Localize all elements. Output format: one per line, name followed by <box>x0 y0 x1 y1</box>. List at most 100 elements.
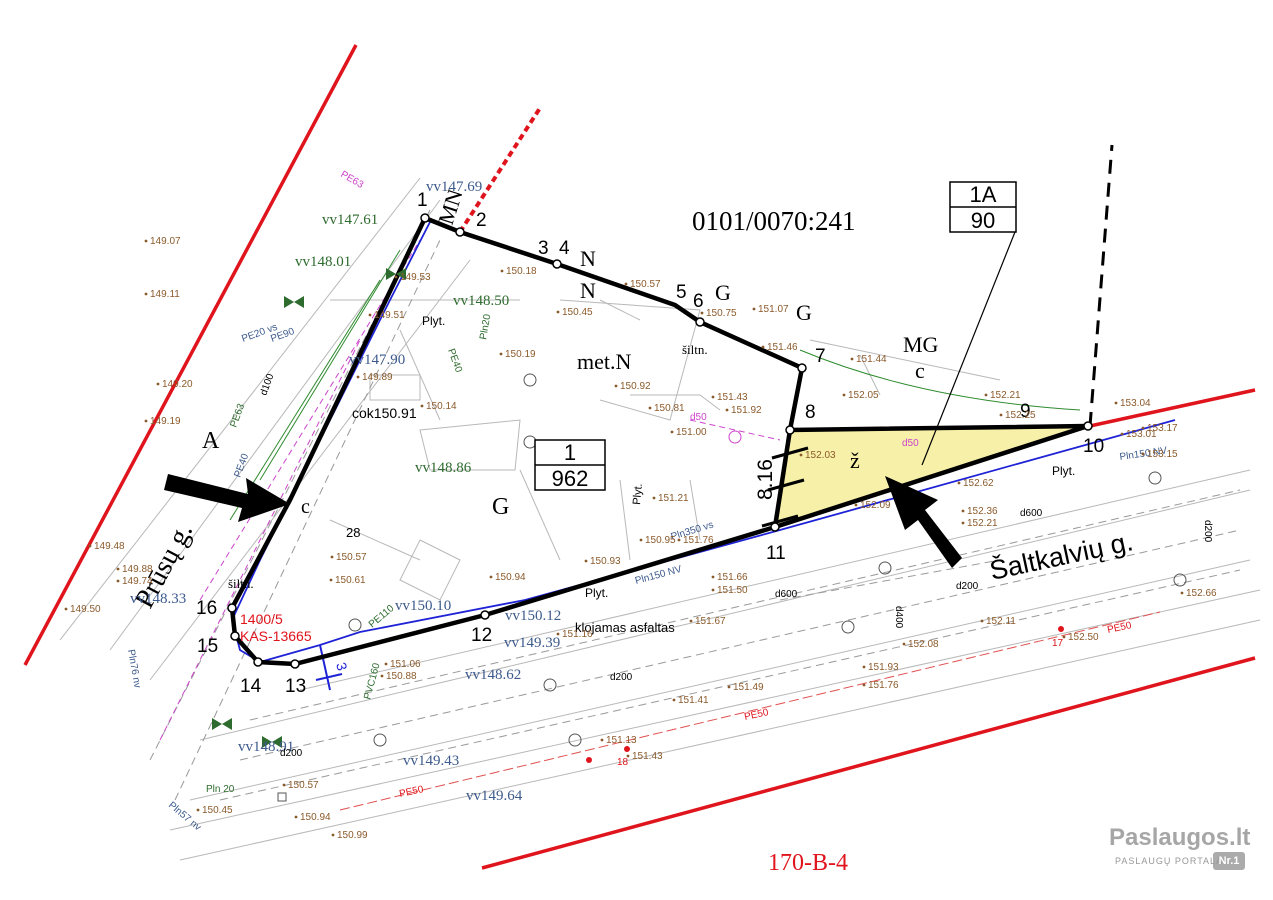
label-siltn1: šiltn. <box>682 342 708 357</box>
blue-dim-mark <box>315 644 343 691</box>
elevation-dot <box>156 382 160 386</box>
blue-label-3: vv150.10 <box>395 598 451 614</box>
label-n1: N <box>580 246 596 271</box>
vertex-9: 9 <box>1020 401 1031 422</box>
elevation-dot <box>1141 452 1145 456</box>
vertex-4: 4 <box>559 238 570 259</box>
elevation-dot <box>711 395 715 399</box>
elevation-dot <box>489 575 493 579</box>
elevation-dot <box>670 430 674 434</box>
elevation-dot <box>394 275 398 279</box>
elevation-dot <box>961 509 965 513</box>
elevation-dot <box>626 754 630 758</box>
elevation-label: 151.00 <box>676 427 707 438</box>
green-label-0: vv147.61 <box>322 212 378 228</box>
label-c2: c <box>301 496 310 518</box>
elevation-label: 152.62 <box>963 478 994 489</box>
elevation-label: 151.43 <box>632 751 663 762</box>
green-label-3: vv148.86 <box>415 460 472 476</box>
elevation-label: 150.95 <box>645 535 676 546</box>
blue-label-1: vv147.90 <box>349 352 405 368</box>
vertex-numbers: 1 2 3 4 5 6 7 8 9 10 11 12 13 14 15 16 <box>196 190 1104 697</box>
elevation-label: 150.92 <box>620 381 651 392</box>
elevation-dot <box>902 642 906 646</box>
pe50-line <box>339 611 1161 811</box>
elevation-label: 151.21 <box>658 493 689 504</box>
elevation-dot <box>980 619 984 623</box>
blue-label-5: vv149.39 <box>504 635 560 651</box>
elevation-label: 153.17 <box>1147 423 1178 434</box>
elevation-label: 150.57 <box>288 780 319 791</box>
box-1a-top: 1A <box>970 182 997 207</box>
elevation-label: 152.03 <box>805 450 836 461</box>
elevation-dot <box>144 239 148 243</box>
vertex-10: 10 <box>1083 436 1104 457</box>
elevation-label: 150.45 <box>562 307 593 318</box>
land-use-labels: met.N G MN N N G G MG c c ž šiltn. šiltn… <box>228 186 939 591</box>
label-mg: MG <box>903 332 939 357</box>
util-10: d200 <box>1202 520 1213 543</box>
green-labels: vv147.61 vv148.01 vv148.50 vv148.86 <box>295 212 509 476</box>
elevation-label: 151.46 <box>767 342 798 353</box>
util-16: Pln57 nv <box>166 800 203 833</box>
dimension-8-16: 8.16 <box>754 459 777 500</box>
util-5: PE50 <box>398 784 425 800</box>
elevation-label: 152.50 <box>1068 632 1099 643</box>
elevation-dot <box>752 307 756 311</box>
elevation-label: 149.20 <box>162 379 193 390</box>
section-a: A <box>202 428 220 454</box>
note-kas: KAS-13665 <box>240 628 312 644</box>
elevation-label: 149.89 <box>362 372 393 383</box>
elevation-dot <box>499 352 503 356</box>
watermark-sub: PASLAUGŲ PORTALAS <box>1115 856 1231 866</box>
util-9: d200 <box>610 672 633 683</box>
red-markers <box>586 626 1064 763</box>
elevation-dot <box>862 665 866 669</box>
elevation-label: 150.81 <box>654 403 685 414</box>
blue-labels: vv147.69 vv147.90 vv148.33 vv150.10 vv15… <box>130 179 561 804</box>
util-11: d400 <box>893 606 904 629</box>
elevation-dot <box>384 662 388 666</box>
elevation-label: 153.04 <box>1120 398 1151 409</box>
elevation-dot <box>368 313 372 317</box>
elevation-label: 153.15 <box>1147 449 1178 460</box>
notes: Plyt. Plyt. Plyt. Plyt. klojamas asfalta… <box>240 314 1075 768</box>
note-17: 17 <box>1052 638 1064 649</box>
sheet-code: 170-B-4 <box>768 850 848 876</box>
elevation-label: 152.21 <box>967 518 998 529</box>
red-dashed-line <box>458 106 542 234</box>
vertex-12: 12 <box>471 625 492 646</box>
elevation-label: 152.21 <box>990 390 1021 401</box>
elevation-label: 151.76 <box>868 680 899 691</box>
elevation-dot <box>648 406 652 410</box>
util-18: PE63 <box>339 169 366 191</box>
elevation-dot <box>725 408 729 412</box>
elevation-label: 149.07 <box>150 236 181 247</box>
elevation-label: 150.19 <box>505 349 536 360</box>
vertex-2: 2 <box>476 210 487 231</box>
boundary-8-11 <box>772 429 793 528</box>
elevation-dot <box>116 567 120 571</box>
util-4: PE50 <box>743 707 770 723</box>
elevation-label: 151.07 <box>758 304 789 315</box>
elevation-label: 151.76 <box>683 535 714 546</box>
blue-label-8: vv149.64 <box>466 788 523 804</box>
util-12: d200 <box>280 748 303 759</box>
arrow-saltkalviu <box>885 476 962 568</box>
util-26: d50 <box>690 412 707 423</box>
elevation-label: 150.99 <box>337 830 368 841</box>
elevation-dot <box>672 698 676 702</box>
label-c1: c <box>915 358 925 383</box>
blue-label-4: vv150.12 <box>505 608 561 624</box>
elevation-dot <box>961 521 965 525</box>
vertex-13: 13 <box>285 676 306 697</box>
elevation-dot <box>144 419 148 423</box>
red-line-west <box>23 44 358 666</box>
note-28: 28 <box>346 525 360 540</box>
elevation-label: 151.41 <box>678 695 709 706</box>
box-1a-90: 1A 90 <box>949 181 1017 233</box>
label-z: ž <box>850 448 860 473</box>
elevation-label: 152.36 <box>967 506 998 517</box>
vertex-11: 11 <box>766 543 786 564</box>
